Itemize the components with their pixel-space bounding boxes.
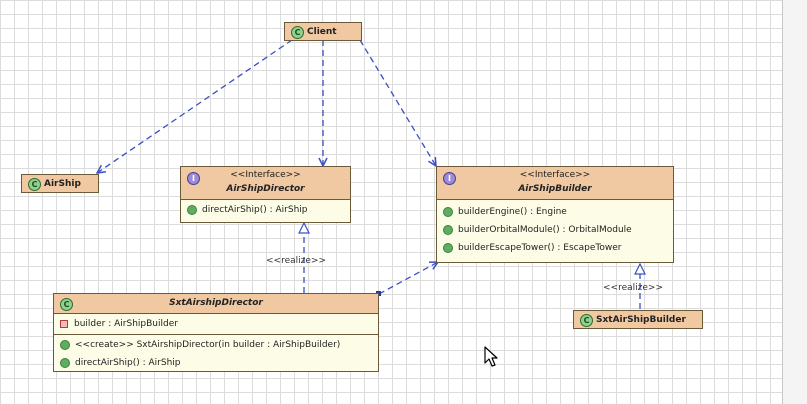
class-name: Client xyxy=(307,26,337,37)
method-row[interactable]: <<create>> SxtAirshipDirector(in builder… xyxy=(60,336,372,354)
methods-section: builderEngine() : Engine builderOrbitalM… xyxy=(437,200,673,260)
public-method-icon xyxy=(443,243,453,253)
airship-builder-interface[interactable]: I <<Interface>> AirShipBuilder builderEn… xyxy=(436,166,674,263)
attribute-label: builder : AirShipBuilder xyxy=(74,319,178,329)
interface-icon: I xyxy=(443,172,456,185)
method-label: directAirShip() : AirShip xyxy=(75,358,181,368)
public-method-icon xyxy=(60,358,70,368)
method-row[interactable]: builderOrbitalModule() : OrbitalModule xyxy=(443,221,667,239)
class-icon: C xyxy=(28,177,41,191)
dep-client-airship xyxy=(97,39,293,173)
private-field-icon xyxy=(60,320,68,328)
class-name: SxtAirShipBuilder xyxy=(596,314,686,325)
class-icon: C xyxy=(291,25,304,39)
method-label: directAirShip() : AirShip xyxy=(202,205,308,215)
public-method-icon xyxy=(187,205,197,215)
public-method-icon xyxy=(443,225,453,235)
method-row[interactable]: builderEngine() : Engine xyxy=(443,203,667,221)
stereotype-label: <<Interface>> xyxy=(519,170,591,180)
mouse-pointer-icon xyxy=(484,346,498,367)
class-icon: C xyxy=(60,297,73,311)
sxt-airship-director-class[interactable]: C SxtAirshipDirector builder : AirShipBu… xyxy=(53,293,379,372)
attributes-section: builder : AirShipBuilder xyxy=(54,314,378,334)
method-label: builderEngine() : Engine xyxy=(458,207,567,217)
method-row[interactable]: directAirShip() : AirShip xyxy=(187,201,344,219)
realize-label-builder: <<realize>> xyxy=(603,283,663,293)
airship-builder-header: I <<Interface>> AirShipBuilder xyxy=(437,167,673,200)
public-method-icon xyxy=(443,207,453,217)
method-label: <<create>> SxtAirshipDirector(in builder… xyxy=(75,340,341,350)
interface-name: AirShipDirector xyxy=(226,184,305,194)
sxt-airship-director-header: C SxtAirshipDirector xyxy=(54,294,378,314)
dep-client-builder xyxy=(359,39,436,166)
airship-director-interface[interactable]: I <<Interface>> AirShipDirector directAi… xyxy=(180,166,351,223)
class-name: SxtAirshipDirector xyxy=(169,298,263,308)
dep-sxtdirector-builder xyxy=(378,262,438,295)
airship-header: C AirShip xyxy=(22,175,98,192)
methods-section: <<create>> SxtAirshipDirector(in builder… xyxy=(54,334,378,373)
realize-label-director: <<realize>> xyxy=(266,256,326,266)
method-label: builderEscapeTower() : EscapeTower xyxy=(458,243,622,253)
sxt-airship-builder-class[interactable]: C SxtAirShipBuilder xyxy=(573,310,703,329)
class-name: AirShip xyxy=(44,178,81,189)
class-icon: C xyxy=(580,313,593,327)
interface-icon: I xyxy=(187,172,200,185)
client-header: C Client xyxy=(285,23,361,40)
right-scroll-strip[interactable] xyxy=(782,0,807,404)
public-method-icon xyxy=(60,340,70,350)
stereotype-label: <<Interface>> xyxy=(230,170,301,180)
client-class[interactable]: C Client xyxy=(284,22,362,41)
method-row[interactable]: directAirShip() : AirShip xyxy=(60,354,372,372)
method-label: builderOrbitalModule() : OrbitalModule xyxy=(458,225,632,235)
airship-director-header: I <<Interface>> AirShipDirector xyxy=(181,167,350,200)
sxt-airship-builder-header: C SxtAirShipBuilder xyxy=(574,311,702,328)
airship-class[interactable]: C AirShip xyxy=(21,174,99,193)
attribute-row[interactable]: builder : AirShipBuilder xyxy=(60,315,372,333)
interface-name: AirShipBuilder xyxy=(518,184,592,194)
methods-section: directAirShip() : AirShip xyxy=(181,200,350,220)
method-row[interactable]: builderEscapeTower() : EscapeTower xyxy=(443,239,667,257)
